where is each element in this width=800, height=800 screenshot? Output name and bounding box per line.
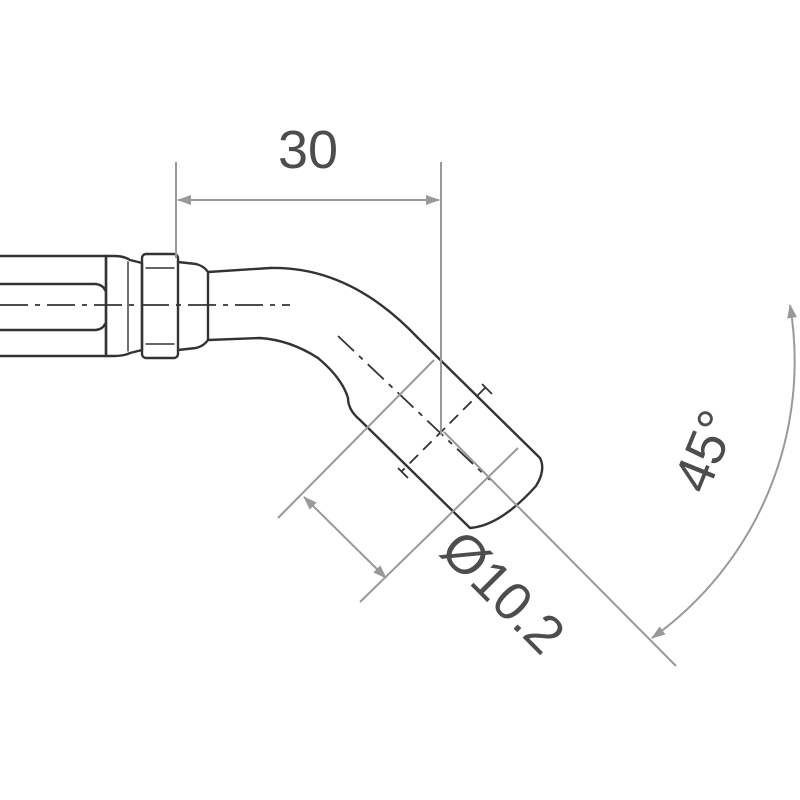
diameter-extension-upper	[277, 359, 435, 519]
hose-fitting	[0, 252, 544, 530]
angle-extension-line	[443, 431, 677, 667]
diameter-dimension-label: Ø10.2	[430, 519, 576, 665]
bore-tick-bottom	[397, 467, 409, 479]
bore-line-upper	[445, 387, 486, 428]
dimension-annotations	[175, 162, 798, 667]
angle-dimension-label: 45°	[662, 402, 748, 500]
angled-axis-centerline	[337, 335, 491, 481]
center-lines	[0, 304, 493, 481]
angle-arc	[651, 304, 798, 639]
diameter-dimension-line	[303, 496, 387, 579]
bore-tick-top	[481, 383, 493, 395]
length-dimension-label: 30	[278, 120, 338, 180]
hose-ferrule	[0, 254, 108, 358]
banjo-end	[358, 336, 544, 530]
bore-line-lower	[401, 427, 446, 472]
bent-tube	[206, 266, 420, 422]
collar	[104, 254, 144, 358]
fitting-neck	[176, 260, 210, 352]
hex-nut	[140, 252, 180, 360]
